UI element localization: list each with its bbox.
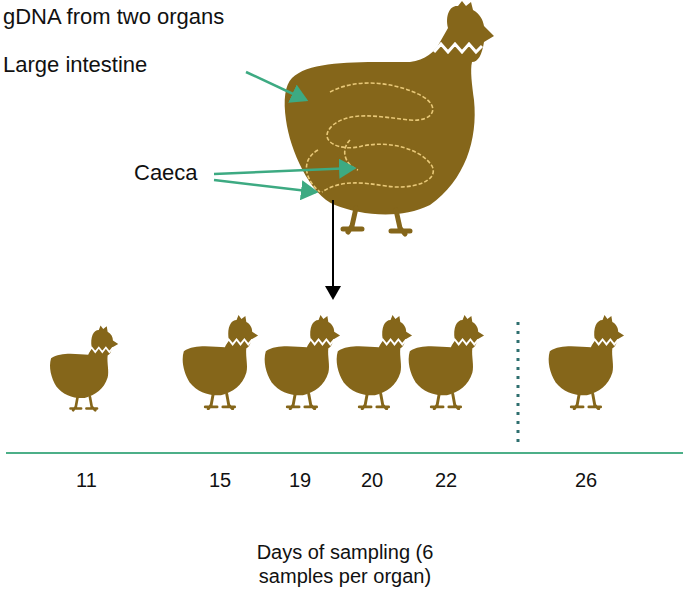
- leader-arrow: [214, 168, 354, 174]
- leader-arrow: [246, 72, 306, 100]
- timeline-axis: [6, 452, 683, 454]
- day-number: 15: [209, 468, 231, 492]
- organ-label: Caeca: [134, 160, 198, 186]
- chicken-icon: [183, 315, 258, 409]
- chicken-icon: [50, 325, 118, 410]
- separator-line: [517, 322, 520, 442]
- chicken-icon: [337, 315, 412, 409]
- organ-label: Large intestine: [3, 52, 147, 78]
- axis-caption: Days of sampling (6 samples per organ): [235, 540, 455, 588]
- day-number: 26: [575, 468, 597, 492]
- figure-title: gDNA from two organs: [3, 4, 224, 30]
- day-number: 11: [76, 468, 97, 492]
- chicken-icon: [549, 315, 624, 409]
- down-arrow: [332, 200, 334, 298]
- chicken-illustration: [285, 1, 494, 234]
- leader-arrow: [214, 180, 316, 192]
- day-number: 19: [289, 468, 311, 492]
- day-number: 22: [435, 468, 457, 492]
- day-number: 20: [361, 468, 383, 492]
- chicken-icon: [409, 315, 484, 409]
- chicken-icon: [265, 315, 340, 409]
